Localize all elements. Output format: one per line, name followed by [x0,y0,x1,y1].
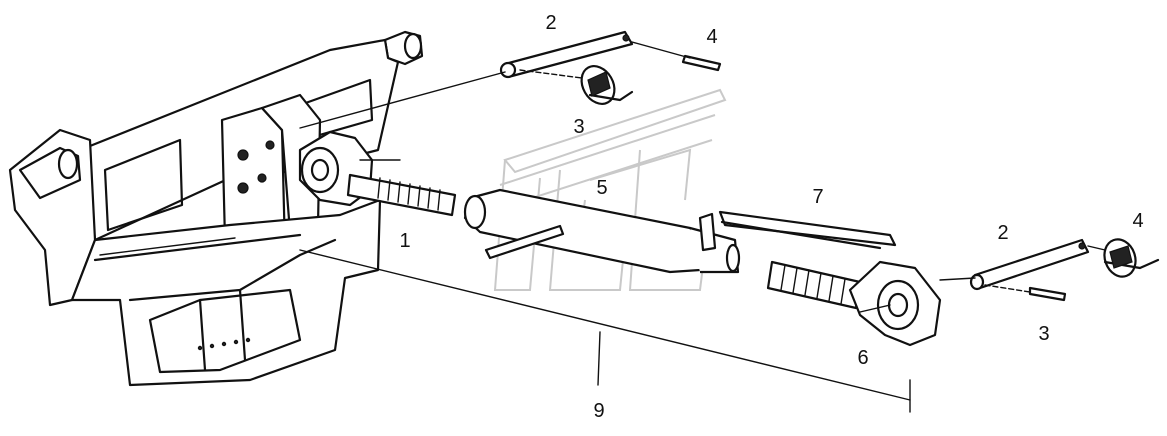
part-6-rod-end [766,260,942,347]
part-2-pin-top [499,30,634,79]
callout-3-right: 3 [1038,323,1049,345]
callout-5: 5 [596,177,607,199]
part-1-rod-end [298,130,457,217]
callout-7: 7 [812,186,823,208]
callout-labels: 1 2 3 4 5 7 6 2 4 3 9 [399,12,1143,422]
mounting-frame [8,30,424,387]
part-7-spring-clip [718,210,897,250]
callout-4-right: 4 [1132,210,1143,232]
callout-6: 6 [857,347,868,369]
callout-9: 9 [593,400,604,422]
callout-2-top: 2 [545,12,556,34]
callout-4-top: 4 [706,26,717,48]
part-4-pin-top [681,54,722,72]
part-3-split-pin-right [1028,286,1067,302]
part-3-lynch-pin-top [580,65,634,105]
part-4-lynch-pin-right [1103,238,1160,278]
part-2-pin-right [969,238,1090,291]
callout-1: 1 [399,230,410,252]
callout-2-right: 2 [997,222,1008,244]
leader-lines [299,41,1106,413]
part-5-adjusting-tube [463,188,741,274]
callout-3-top: 3 [573,116,584,138]
